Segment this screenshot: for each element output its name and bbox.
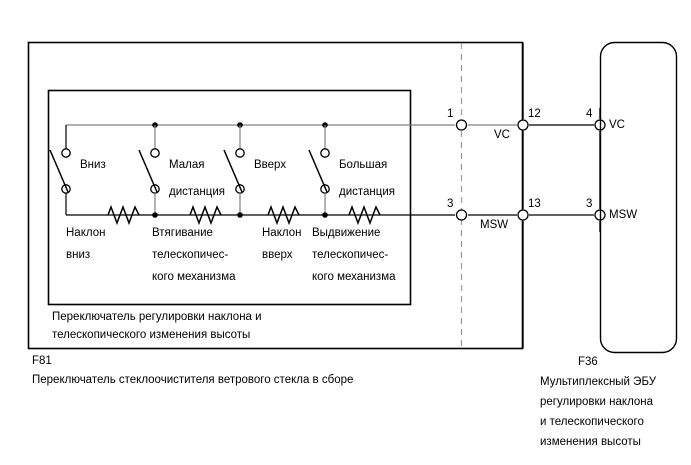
resistor-2-label-line-2: телескопичес- [152, 249, 229, 261]
resistor-3-label-line-2: вверх [262, 249, 293, 261]
terminal-13-msw-circle[interactable] [517, 209, 529, 221]
terminal-4-number: 4 [586, 108, 593, 120]
switch-3-upper-contact [235, 148, 245, 158]
switch-4-label-line-1: Большая [339, 159, 388, 171]
terminal-4-signal: VC [609, 119, 625, 131]
f36-name-line-1: Мультиплексный ЭБУ [540, 376, 657, 388]
f36-name-line-3: и телескопического [540, 416, 644, 428]
switch-3-label-line-1: Вверх [254, 159, 287, 171]
outer-enclosure-box [27, 41, 524, 350]
f81-name: Переключатель стеклоочистителя ветрового… [32, 374, 354, 386]
switch-4-upper-contact [320, 148, 330, 158]
terminal-3-msw-signal: MSW [609, 209, 638, 221]
resistor-2-label-line-1: Втягивание [152, 227, 213, 239]
resistor-1 [107, 204, 140, 226]
terminal-3-left-number: 3 [447, 198, 454, 210]
terminal-12-vc-circle[interactable] [517, 119, 529, 131]
terminal-13-signal: MSW [480, 219, 509, 231]
switch-3-bottom-junction [237, 212, 243, 218]
f36-name-line-4: изменения высоты [540, 436, 641, 448]
switch-4-label-line-2: дистанция [339, 186, 396, 198]
resistor-4-label-line-1: Выдвижение [312, 227, 381, 239]
resistor-1-label-line-1: Наклон [66, 227, 106, 239]
f36-code: F36 [578, 356, 598, 368]
resistor-4-label-line-3: кого механизма [312, 271, 396, 283]
switch-2-label-line-2: дистанция [169, 186, 226, 198]
switch-1-blade [49, 149, 69, 193]
terminal-3-left-circle[interactable] [455, 209, 468, 221]
switch-1-upper-contact [61, 148, 71, 158]
terminal-12-signal: VC [494, 129, 510, 141]
inner-box-caption-line-1: Переключатель регулировки наклона и [52, 311, 262, 323]
switch-4-blade [308, 149, 328, 193]
resistor-3-label-line-1: Наклон [262, 227, 302, 239]
terminal-1-circle[interactable] [455, 119, 468, 131]
resistor-4 [348, 204, 381, 226]
switch-2-label-line-1: Малая [169, 159, 205, 171]
f81-code: F81 [32, 355, 52, 367]
inner-switch-box [47, 89, 412, 306]
switch-1-label-line-1: Вниз [80, 159, 106, 171]
switch-2-blade [138, 149, 158, 193]
resistor-4-label-line-2: телескопичес- [312, 249, 389, 261]
f36-caption: F36 Мультиплексный ЭБУ регулировки накло… [540, 352, 656, 452]
switch-2-bottom-junction [152, 212, 158, 218]
ecu-box [599, 41, 678, 354]
inner-box-caption-line-2: телескопического изменения высоты [52, 329, 251, 341]
terminal-12-number: 12 [528, 108, 541, 120]
switch-2-upper-contact [150, 148, 160, 158]
resistor-1-label-line-2: вниз [66, 249, 91, 261]
resistor-3 [267, 204, 300, 226]
switch-3-blade [223, 149, 243, 193]
terminal-13-number: 13 [528, 198, 541, 210]
f36-name-line-2: регулировки наклона [540, 396, 654, 408]
resistor-2-label-line-3: кого механизма [152, 271, 236, 283]
resistor-2 [189, 204, 222, 226]
terminal-3-msw-number: 3 [586, 198, 593, 210]
switch-4-bottom-junction [322, 212, 328, 218]
terminal-1-number: 1 [447, 108, 454, 120]
